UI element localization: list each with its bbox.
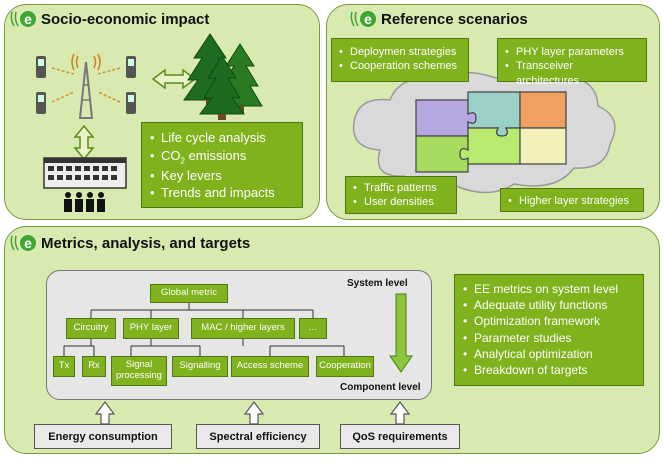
logo-icon: e <box>350 9 378 29</box>
traffic-box: Traffic patterns User densities <box>345 176 457 214</box>
bullet-parameter-studies: Parameter studies <box>463 330 635 346</box>
node-cooperation: Cooperation <box>316 356 374 377</box>
bullet-co2: CO2 emissions <box>150 147 294 167</box>
logo-icon: e <box>10 9 38 29</box>
bullet-higher-layer: Higher layer strategies <box>508 194 636 209</box>
node-rx: Rx <box>82 356 106 377</box>
socio-economic-title-text: Socio-economic impact <box>41 10 210 28</box>
svg-text:e: e <box>24 11 32 27</box>
input-energy-consumption: Energy consumption <box>34 424 172 449</box>
svg-text:e: e <box>364 11 372 27</box>
tree-icon <box>199 55 245 120</box>
building-icon <box>43 157 127 189</box>
mobile-phone-icon <box>126 92 136 114</box>
bullet-utility: Adequate utility functions <box>463 297 635 313</box>
bullet-key-levers: Key levers <box>150 167 294 185</box>
node-circuitry: Circuitry <box>66 318 116 339</box>
bullet-trends: Trends and impacts <box>150 184 294 202</box>
node-tx: Tx <box>53 356 75 377</box>
arrow-icon <box>389 293 413 373</box>
node-signal-processing: Signal processing <box>111 356 167 386</box>
socio-economic-title: e Socio-economic impact <box>10 9 209 29</box>
deployment-box: Deploymen strategies Cooperation schemes <box>331 38 469 82</box>
node-signal-line1: Signal <box>125 359 153 371</box>
bullet-deployment: Deploymen strategies <box>339 45 461 60</box>
emissions-text: emissions <box>184 147 247 163</box>
node-phy-layer: PHY layer <box>123 318 179 339</box>
metrics-title-text: Metrics, analysis, and targets <box>41 234 251 252</box>
mobile-phone-icon <box>36 56 46 78</box>
puzzle-icon <box>415 91 567 173</box>
bullet-cooperation: Cooperation schemes <box>339 59 461 74</box>
bullet-traffic: Traffic patterns <box>353 181 449 196</box>
radio-tower-icon <box>71 53 101 119</box>
arrow-icon <box>94 401 411 425</box>
co2-text: CO <box>161 147 181 163</box>
bullet-optimization-framework: Optimization framework <box>463 313 635 329</box>
reference-scenarios-title: e Reference scenarios <box>350 9 528 29</box>
node-access-scheme: Access scheme <box>231 356 309 377</box>
node-global-metric: Global metric <box>150 284 228 303</box>
bullet-phy-params: PHY layer parameters <box>505 45 639 60</box>
phy-params-box: PHY layer parameters Transceiver archite… <box>497 38 647 87</box>
metrics-bullets-box: EE metrics on system level Adequate util… <box>454 274 644 386</box>
reference-scenarios-title-text: Reference scenarios <box>381 10 528 28</box>
svg-text:e: e <box>24 235 32 251</box>
higher-layer-box: Higher layer strategies <box>500 188 644 212</box>
metrics-title: e Metrics, analysis, and targets <box>10 233 250 253</box>
co2-subscript: 2 <box>180 156 185 166</box>
bullet-breakdown-targets: Breakdown of targets <box>463 362 635 378</box>
mobile-phone-icon <box>36 92 46 114</box>
node-signalling: Signalling <box>172 356 228 377</box>
node-mac-higher: MAC / higher layers <box>191 318 295 339</box>
system-level-label: System level <box>347 278 408 289</box>
bullet-analytical-optimization: Analytical optimization <box>463 346 635 362</box>
component-level-label: Component level <box>340 382 421 393</box>
socio-bullets-box: Life cycle analysis CO2 emissions Key le… <box>141 122 303 208</box>
logo-icon: e <box>10 233 38 253</box>
node-ellipsis: … <box>299 318 327 339</box>
bullet-ee-metrics: EE metrics on system level <box>463 281 635 297</box>
node-signal-line2: processing <box>116 370 162 381</box>
bullet-user-densities: User densities <box>353 195 449 210</box>
bullet-life-cycle: Life cycle analysis <box>150 129 294 147</box>
input-qos-requirements: QoS requirements <box>340 424 460 449</box>
mobile-phone-icon <box>126 56 136 78</box>
bullet-transceiver: Transceiver architectures <box>505 59 639 88</box>
input-spectral-efficiency: Spectral efficiency <box>196 424 320 449</box>
people-icon <box>64 192 105 212</box>
